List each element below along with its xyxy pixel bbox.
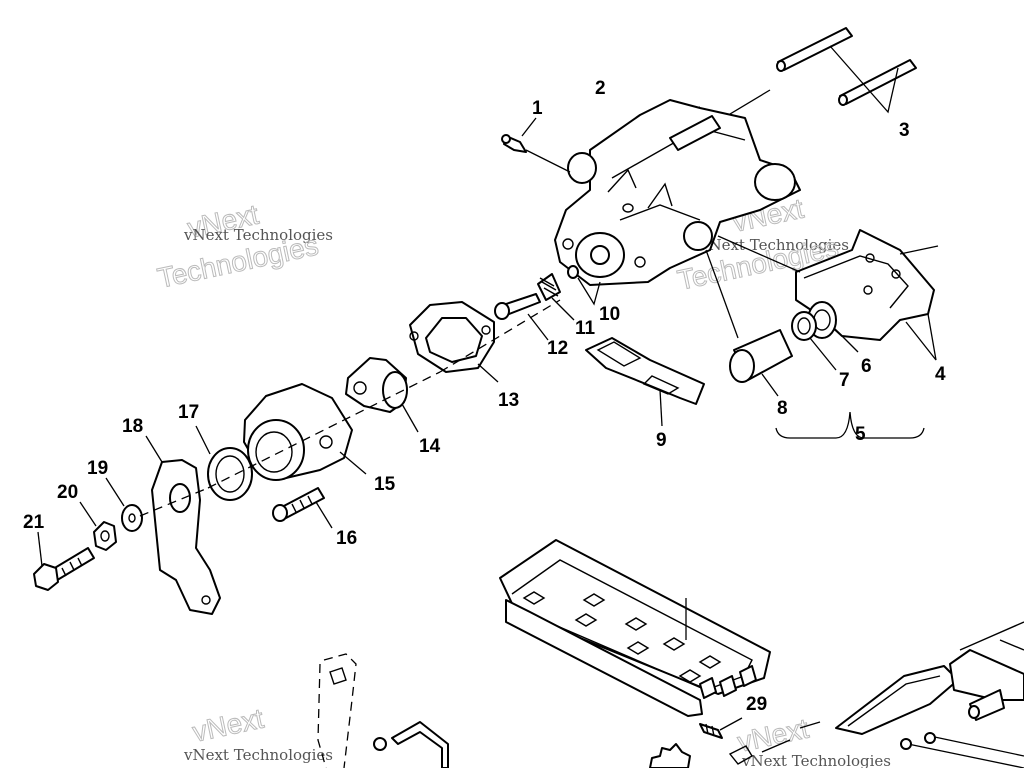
bolt-16 bbox=[272, 487, 333, 529]
bushing bbox=[345, 357, 419, 433]
bushing-7 bbox=[791, 311, 837, 371]
bracket-5 bbox=[775, 411, 925, 439]
grease-fitting bbox=[501, 117, 571, 173]
bracket bbox=[145, 435, 221, 615]
cam-plate bbox=[585, 337, 705, 427]
lower-bracket bbox=[317, 653, 357, 768]
callout-16: 16 bbox=[336, 528, 357, 549]
drum-cup bbox=[243, 383, 367, 481]
slide-rail bbox=[499, 539, 771, 717]
watermark-big-top: vNext bbox=[190, 703, 267, 748]
callout-6: 6 bbox=[861, 356, 872, 377]
callout-14: 14 bbox=[419, 436, 441, 457]
callout-29: 29 bbox=[746, 694, 767, 715]
callout-10: 10 bbox=[599, 304, 620, 325]
callout-13: 13 bbox=[498, 390, 519, 411]
roller-8 bbox=[729, 329, 793, 397]
watermark-bottom-left: vNext vNext Technologies bbox=[183, 702, 333, 764]
callout-18: 18 bbox=[122, 416, 143, 437]
watermark-company: vNext Technologies bbox=[741, 752, 891, 768]
callout-12: 12 bbox=[547, 338, 568, 359]
lower-rod bbox=[373, 721, 449, 768]
bolt-21 bbox=[33, 531, 95, 591]
callout-9: 9 bbox=[656, 430, 667, 451]
nut-20 bbox=[79, 501, 117, 551]
skid-bracket bbox=[728, 621, 1024, 768]
gear-fragment bbox=[649, 743, 691, 768]
washer-19 bbox=[105, 477, 143, 532]
gasket bbox=[409, 301, 499, 383]
seal-ring bbox=[195, 425, 253, 501]
callout-15: 15 bbox=[374, 474, 396, 495]
main-housing bbox=[554, 99, 801, 286]
callout-4: 4 bbox=[935, 364, 946, 385]
spring-clip bbox=[699, 717, 743, 739]
callout-20: 20 bbox=[57, 482, 78, 503]
watermark-company: vNext Technologies bbox=[183, 746, 333, 764]
callout-21: 21 bbox=[23, 512, 45, 533]
watermark-left: vNext vNext Technologies Technologies bbox=[154, 198, 333, 294]
callout-11: 11 bbox=[575, 318, 596, 339]
guide-rods bbox=[609, 27, 917, 169]
callout-2: 2 bbox=[595, 78, 606, 99]
callout-7: 7 bbox=[839, 370, 850, 391]
callout-labels: 1 2 3 4 5 6 7 8 9 10 11 12 13 14 15 16 1… bbox=[23, 78, 946, 715]
callout-17: 17 bbox=[178, 402, 199, 423]
watermark-company: vNext Technologies bbox=[183, 226, 333, 244]
callout-19: 19 bbox=[87, 458, 108, 479]
callout-5: 5 bbox=[855, 424, 866, 445]
callout-1: 1 bbox=[532, 98, 543, 119]
callout-8: 8 bbox=[777, 398, 788, 419]
watermark-company: vNext Technologies bbox=[699, 236, 849, 254]
spring-assembly bbox=[494, 265, 601, 341]
callout-3: 3 bbox=[899, 120, 910, 141]
